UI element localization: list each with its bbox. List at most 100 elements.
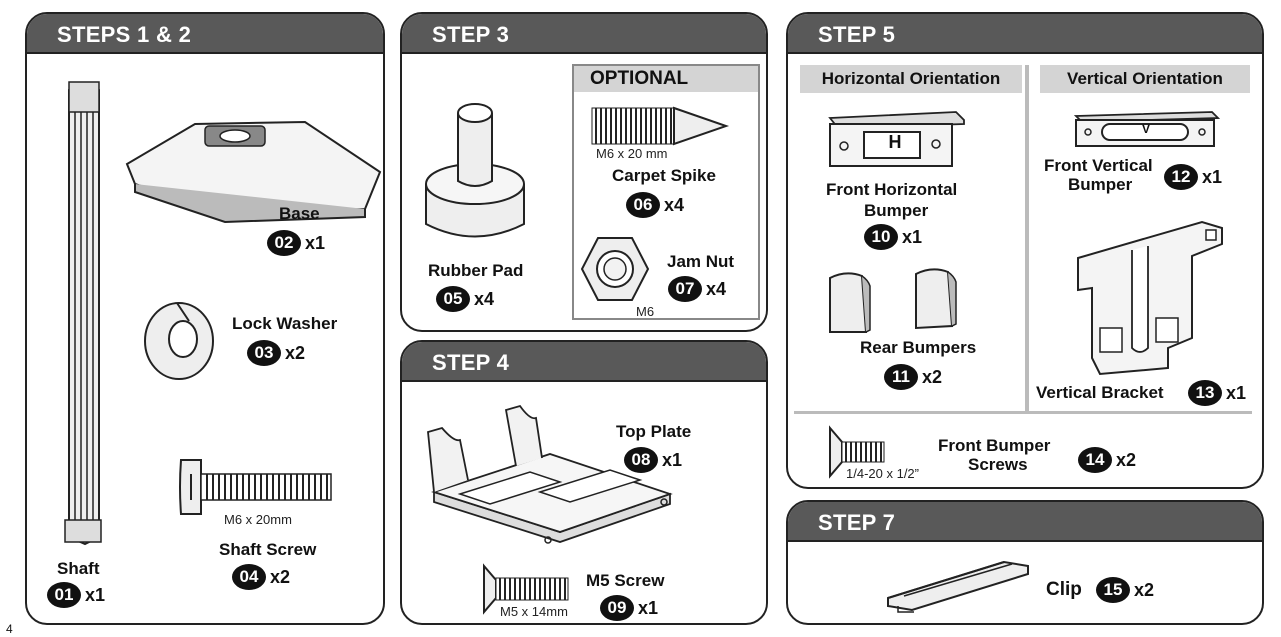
part-qty-07: 07 x4 — [668, 276, 726, 302]
front-bumper-screw-illustration — [829, 425, 885, 479]
part-qty-15: 15 x2 — [1096, 577, 1154, 603]
panel-step-5: STEP 5 Horizontal Orientation Vertical O… — [786, 12, 1264, 489]
part-quantity: x1 — [1226, 382, 1247, 403]
panel-title: STEP 3 — [432, 22, 510, 47]
bumper-tag-h: H — [888, 132, 902, 152]
part-quantity: x2 — [1134, 579, 1155, 600]
panel-title: STEP 5 — [818, 22, 896, 47]
horizontal-orientation-header: Horizontal Orientation — [800, 65, 1022, 93]
part-qty-14: 14 x2 — [1078, 447, 1136, 473]
part-qty-02: 02 x1 — [267, 230, 325, 256]
part-size-shaft-screw: M6 x 20mm — [224, 512, 292, 527]
part-number-badge: 01 — [47, 582, 81, 608]
part-qty-13: 13 x1 — [1188, 380, 1246, 406]
part-label-rear-bumpers: Rear Bumpers — [860, 338, 977, 357]
part-label-front-horizontal-bumper-line1: Front Horizontal — [826, 180, 958, 199]
m5-screw-illustration — [483, 563, 569, 615]
part-quantity: x1 — [662, 449, 683, 470]
part-qty-12: 12 x1 — [1164, 164, 1222, 190]
part-label-front-bumper-screws-line1: Front Bumper — [938, 436, 1051, 455]
part-quantity: x1 — [305, 232, 326, 253]
top-plate-illustration — [427, 404, 673, 544]
part-label-front-horizontal-bumper-line2: Bumper — [864, 201, 929, 220]
part-quantity: x2 — [922, 366, 943, 387]
lock-washer-illustration — [144, 302, 214, 380]
part-quantity: x2 — [285, 342, 306, 363]
part-qty-09: 09 x1 — [600, 595, 658, 621]
part-number-badge: 06 — [626, 192, 660, 218]
panel-step-4: STEP 4 Top Plate 08 x1 M5 x 14mm M5 Scre… — [400, 340, 768, 625]
optional-box: OPTIONAL — [572, 64, 760, 320]
part-label-jam-nut: Jam Nut — [667, 252, 735, 271]
part-quantity: x2 — [270, 566, 291, 587]
vertical-orientation-header: Vertical Orientation — [1040, 65, 1250, 93]
panel-step-3: STEP 3 Rubber Pad 05 x4 OPTIONAL M6 x 20… — [400, 12, 768, 332]
part-number-badge: 08 — [624, 447, 658, 473]
panel-title: STEPS 1 & 2 — [57, 22, 192, 47]
part-number-badge: 09 — [600, 595, 634, 621]
part-quantity: x4 — [706, 278, 727, 299]
part-quantity: x2 — [1116, 449, 1137, 470]
part-label-m5-screw: M5 Screw — [586, 571, 665, 590]
jam-nut-illustration — [580, 237, 650, 301]
panel-header: STEP 7 — [788, 502, 1262, 542]
part-qty-11: 11 x2 — [884, 364, 942, 390]
panel-header: STEP 5 — [788, 14, 1262, 54]
part-qty-06: 06 x4 — [626, 192, 684, 218]
part-size-carpet-spike: M6 x 20 mm — [596, 146, 668, 161]
panel-header: STEPS 1 & 2 — [27, 14, 383, 54]
carpet-spike-illustration — [591, 106, 730, 146]
panel-title: STEP 4 — [432, 350, 510, 375]
part-label-rubber-pad: Rubber Pad — [428, 261, 524, 280]
base-illustration — [125, 120, 382, 224]
part-label-shaft: Shaft — [57, 559, 100, 578]
part-qty-03: 03 x2 — [247, 340, 305, 366]
part-size-front-bumper-screw: 1/4-20 x 1/2” — [846, 466, 919, 481]
part-quantity: x1 — [902, 226, 923, 247]
part-label-top-plate: Top Plate — [616, 422, 692, 441]
panel-steps-1-2: STEPS 1 & 2 Shaft 01 x1 Base 02 x1 Lock … — [25, 12, 385, 625]
part-number-badge: 03 — [247, 340, 281, 366]
part-qty-10: 10 x1 — [864, 224, 922, 250]
part-quantity: x1 — [1202, 166, 1223, 187]
part-qty-05: 05 x4 — [436, 286, 494, 312]
part-label-carpet-spike: Carpet Spike — [612, 166, 716, 185]
part-quantity: x4 — [474, 288, 495, 309]
section-divider — [794, 411, 1252, 414]
part-number-badge: 04 — [232, 564, 266, 590]
part-quantity: x1 — [638, 597, 659, 618]
page-number: 4 — [6, 622, 13, 636]
part-qty-01: 01 x1 — [47, 582, 105, 608]
part-size-m5-screw: M5 x 14mm — [500, 604, 568, 619]
part-number-badge: 13 — [1188, 380, 1222, 406]
panel-header: STEP 4 — [402, 342, 766, 382]
part-qty-08: 08 x1 — [624, 447, 682, 473]
bumper-tag-v: V — [1141, 122, 1150, 136]
part-number-badge: 05 — [436, 286, 470, 312]
panel-header: STEP 3 — [402, 14, 766, 54]
part-label-lock-washer: Lock Washer — [232, 314, 338, 333]
front-horizontal-bumper-illustration — [828, 111, 965, 167]
panel-title: STEP 7 — [818, 510, 896, 535]
part-label-front-vertical-bumper-line1: Front Vertical — [1044, 156, 1153, 175]
part-label-front-bumper-screws-line2: Screws — [968, 455, 1028, 474]
part-label-clip: Clip — [1046, 579, 1082, 600]
part-quantity: x1 — [85, 584, 106, 605]
part-label-vertical-bracket: Vertical Bracket — [1036, 383, 1164, 402]
part-number-badge: 15 — [1096, 577, 1130, 603]
shaft-screw-illustration — [179, 459, 332, 515]
part-quantity: x4 — [664, 194, 685, 215]
part-number-badge: 07 — [668, 276, 702, 302]
part-number-badge: 10 — [864, 224, 898, 250]
rear-bumpers-illustration — [829, 268, 957, 333]
optional-header: OPTIONAL — [574, 66, 758, 92]
panel-step-7: STEP 7 Clip 15 x2 — [786, 500, 1264, 625]
part-size-jam-nut: M6 — [636, 304, 655, 319]
part-number-badge: 02 — [267, 230, 301, 256]
rubber-pad-illustration — [425, 103, 525, 238]
part-qty-04: 04 x2 — [232, 564, 290, 590]
part-label-base: Base — [279, 204, 320, 223]
shaft-illustration — [64, 81, 102, 546]
orientation-divider — [1025, 65, 1029, 411]
part-number-badge: 12 — [1164, 164, 1198, 190]
